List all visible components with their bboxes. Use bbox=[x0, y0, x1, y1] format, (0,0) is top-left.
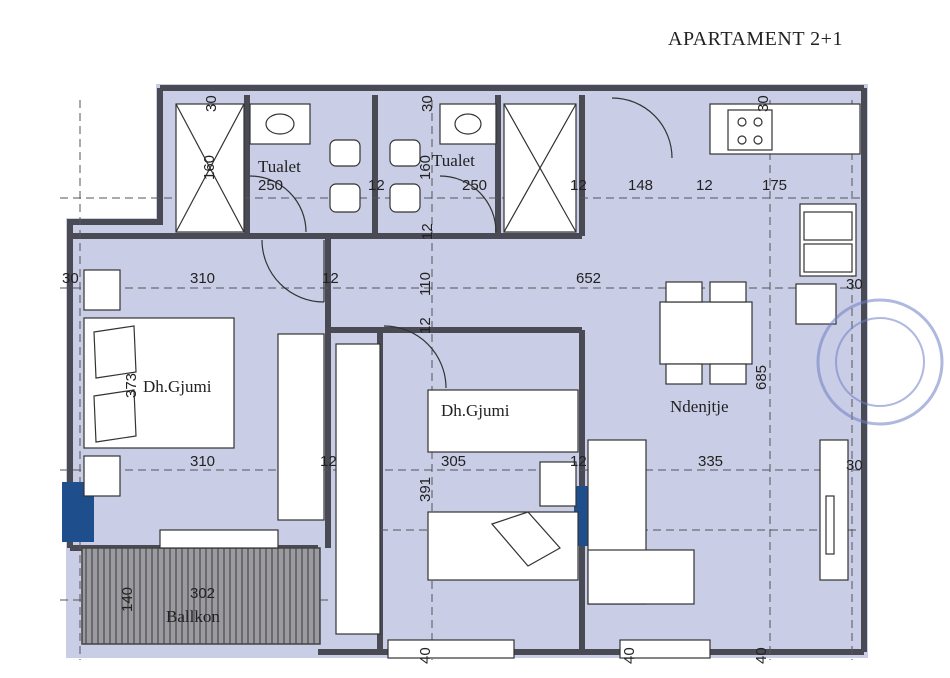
dimension-label: 12 bbox=[322, 270, 339, 287]
dimension-label: 140 bbox=[119, 587, 136, 612]
dimension-label: 250 bbox=[258, 177, 283, 194]
dimension-label: 685 bbox=[753, 365, 770, 390]
dimension-label: 12 bbox=[320, 453, 337, 470]
stove-icon bbox=[727, 109, 773, 151]
plan-title: APARTAMENT 2+1 bbox=[668, 28, 843, 50]
toilet-icon bbox=[389, 139, 421, 167]
dimension-label: 40 bbox=[753, 647, 770, 664]
dimension-label: 373 bbox=[123, 373, 140, 398]
living-room-furniture bbox=[587, 439, 835, 605]
bedroom-2-furniture bbox=[335, 343, 579, 635]
dimension-label: 110 bbox=[417, 272, 434, 296]
toilet-icon bbox=[329, 139, 361, 167]
dimension-label: 30 bbox=[846, 457, 863, 474]
dimension-label: 30 bbox=[419, 95, 436, 112]
dimension-label: 310 bbox=[190, 270, 215, 287]
dimension-label: 40 bbox=[417, 647, 434, 664]
dimension-label: 310 bbox=[190, 453, 215, 470]
dimension-label: 148 bbox=[628, 177, 653, 194]
room-label-balcony: Ballkon bbox=[166, 607, 220, 626]
dimension-label: 12 bbox=[417, 317, 434, 334]
dimension-label: 652 bbox=[576, 270, 601, 287]
room-label-bedroom-2: Dh.Gjumi bbox=[441, 401, 510, 420]
dimension-label: 40 bbox=[621, 647, 638, 664]
toilet-icon bbox=[389, 183, 421, 213]
dimension-label: 30 bbox=[846, 276, 863, 293]
dimension-label: 160 bbox=[417, 155, 434, 180]
dimension-label: 12 bbox=[419, 223, 436, 240]
dimension-label: 30 bbox=[62, 270, 79, 287]
dimension-label: 12 bbox=[570, 177, 587, 194]
stamp-icon bbox=[816, 298, 944, 426]
tv-icon bbox=[825, 495, 835, 555]
balcony bbox=[81, 547, 321, 645]
room-label-living: Ndenjtje bbox=[670, 397, 729, 416]
dimension-label: 30 bbox=[755, 95, 772, 112]
dimension-label: 160 bbox=[201, 155, 218, 180]
dimension-label: 12 bbox=[696, 177, 713, 194]
dimension-label: 391 bbox=[417, 477, 434, 502]
doors bbox=[249, 97, 673, 389]
dimension-label: 335 bbox=[698, 453, 723, 470]
room-label-bedroom-1: Dh.Gjumi bbox=[143, 377, 212, 396]
dimension-label: 12 bbox=[368, 177, 385, 194]
dimension-label: 175 bbox=[762, 177, 787, 194]
dimension-labels: 30 30 30 160 160 250 250 12 12 12 12 148… bbox=[62, 95, 863, 664]
dimension-label: 12 bbox=[570, 453, 587, 470]
bathroom-fixtures bbox=[175, 103, 577, 233]
dimension-label: 305 bbox=[441, 453, 466, 470]
room-label-tualet-1: Tualet bbox=[258, 157, 301, 176]
bedroom-1-furniture bbox=[83, 269, 325, 521]
kitchen bbox=[709, 103, 861, 325]
toilet-icon bbox=[329, 183, 361, 213]
dimension-label: 302 bbox=[190, 585, 215, 602]
room-label-tualet-2: Tualet bbox=[432, 151, 475, 170]
dimension-label: 30 bbox=[203, 95, 220, 112]
dining-table bbox=[659, 281, 753, 385]
room-labels: Tualet Tualet Dh.Gjumi Dh.Gjumi Ndenjtje… bbox=[143, 151, 729, 626]
floor-area bbox=[66, 84, 868, 658]
dimension-label: 250 bbox=[462, 177, 487, 194]
